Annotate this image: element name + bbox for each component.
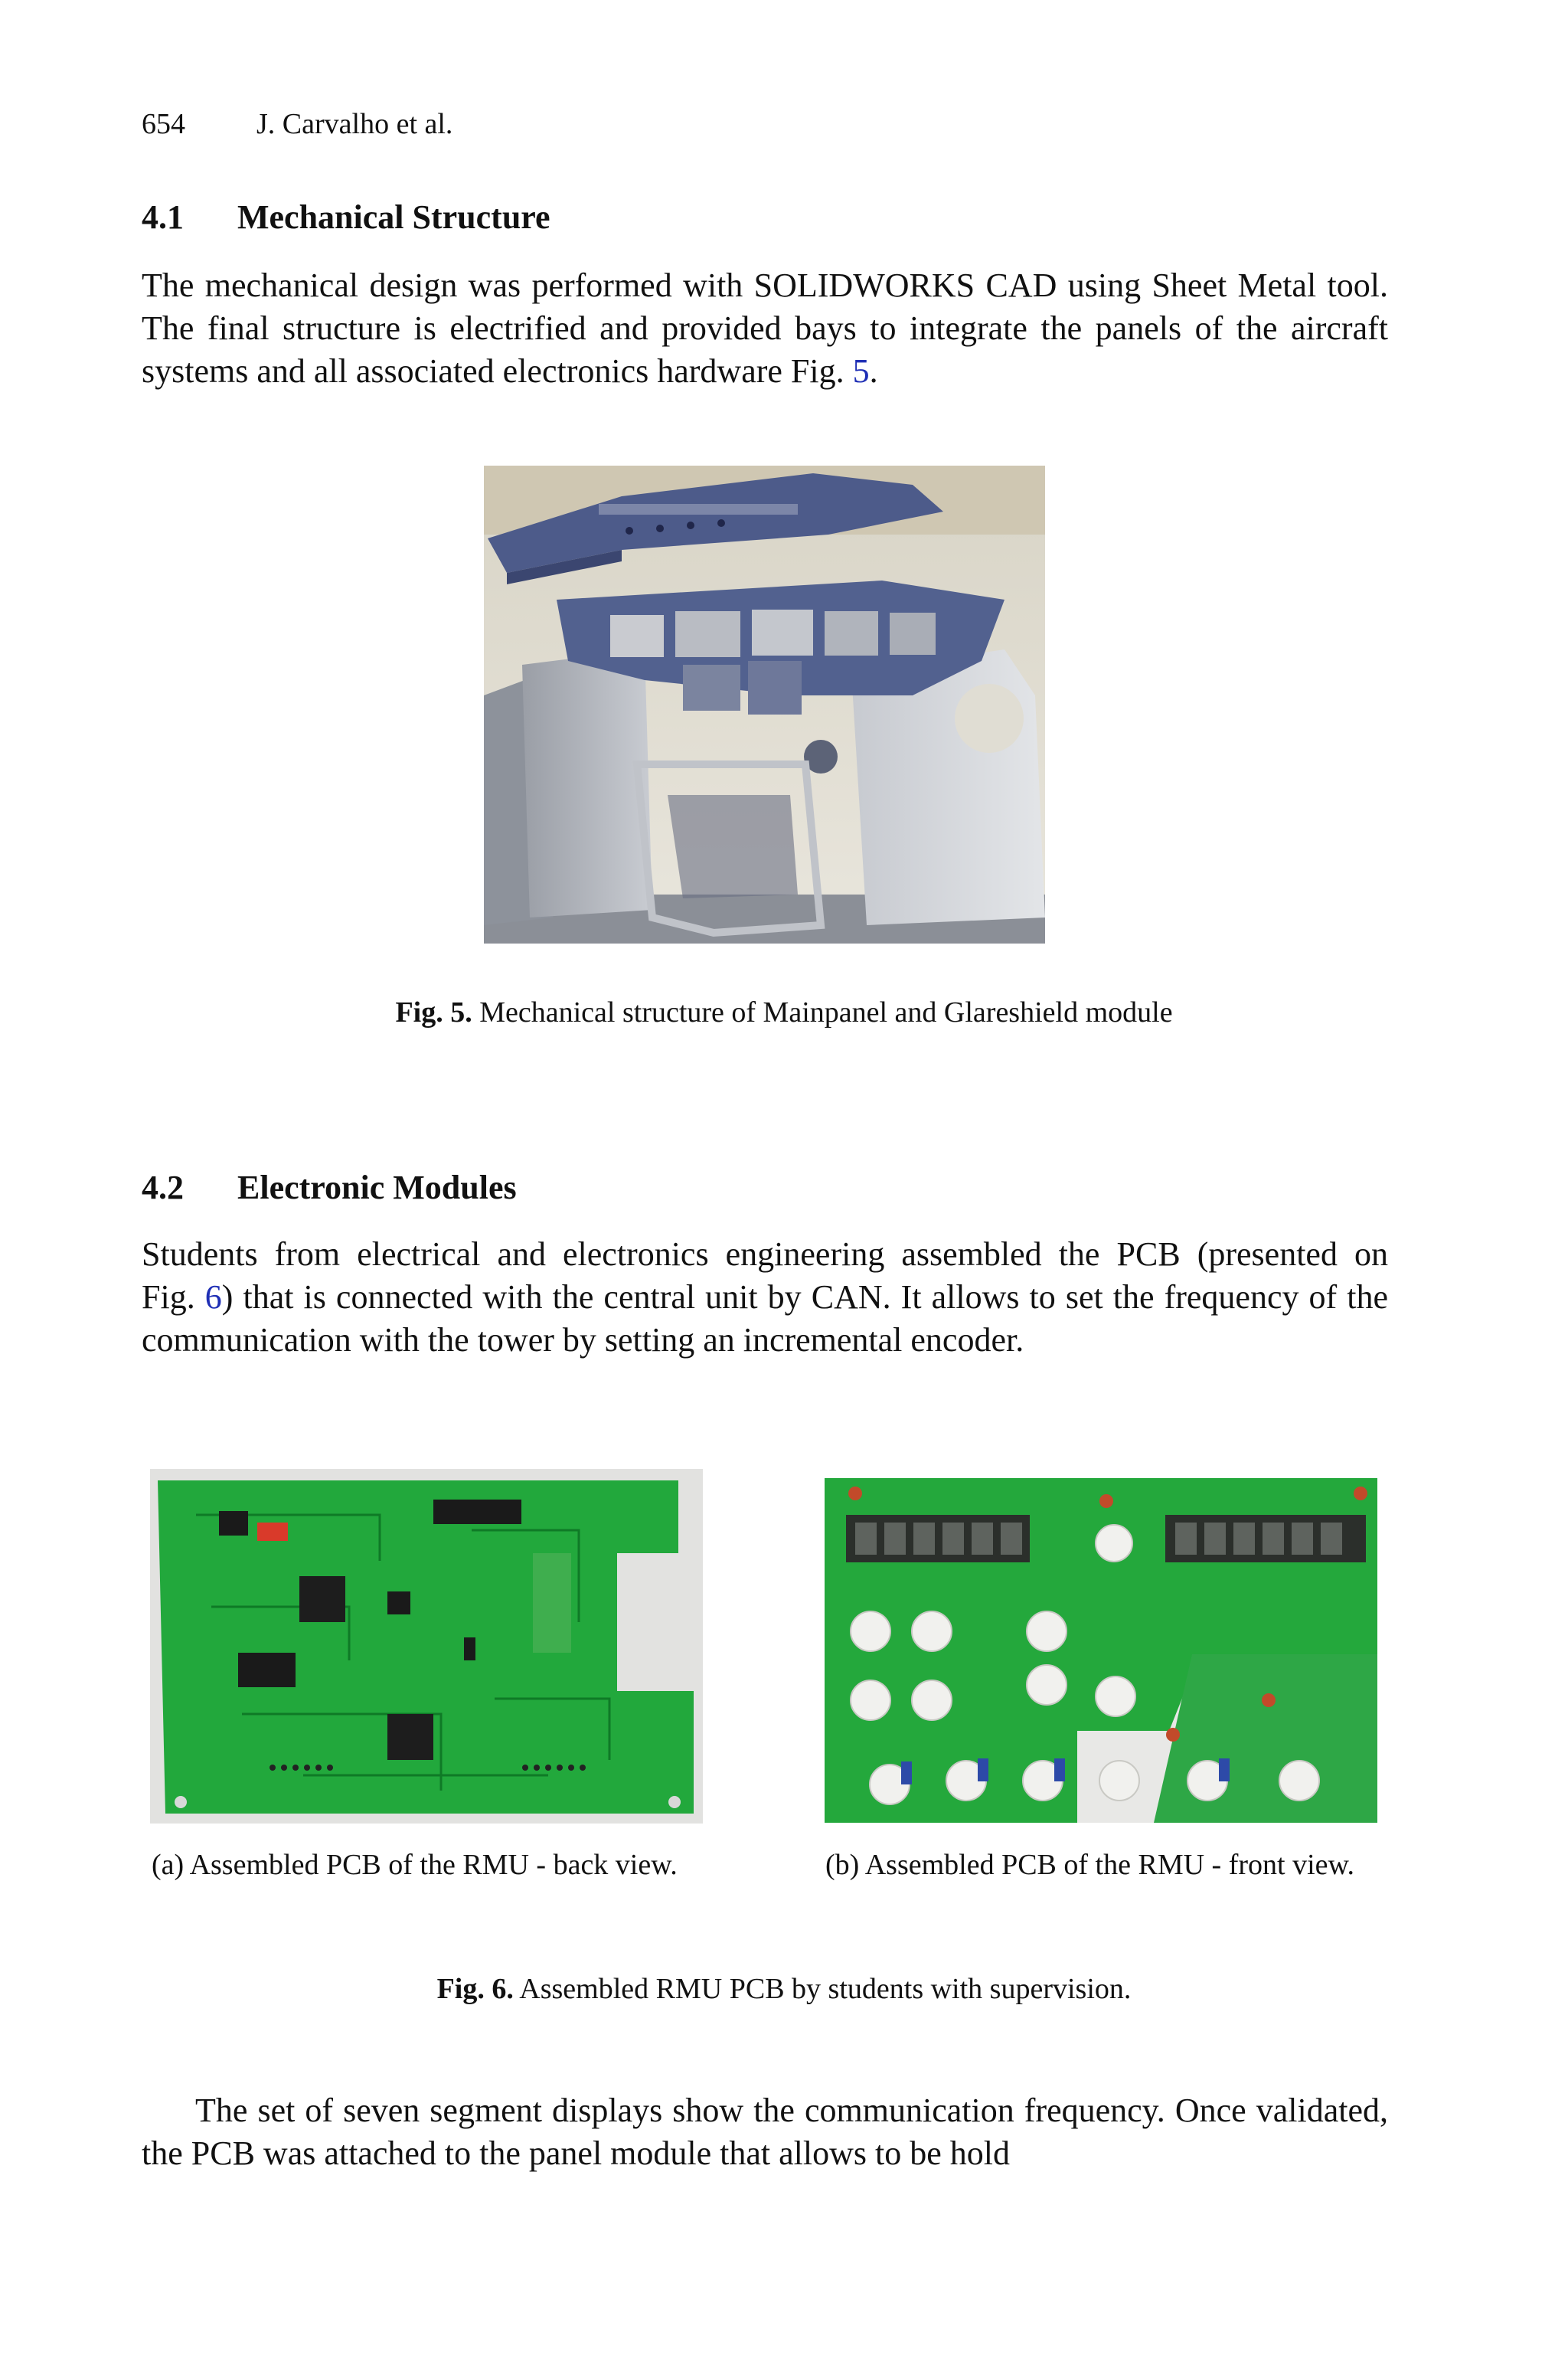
figure-6a-subcaption: (a) Assembled PCB of the RMU - back view… [152, 1849, 678, 1881]
figure-6-label: Fig. 6. [436, 1973, 514, 2005]
text-run: . [869, 352, 878, 390]
figure-5-caption: Fig. 5. Mechanical structure of Mainpane… [0, 996, 1568, 1029]
running-header: 654 J. Carvalho et al. [142, 107, 452, 141]
running-header-authors: J. Carvalho et al. [256, 108, 453, 140]
figure-6-link[interactable]: 6 [204, 1278, 222, 1316]
section-4-1-paragraph: The mechanical design was performed with… [142, 264, 1388, 393]
section-title: Electronic Modules [237, 1169, 517, 1206]
text-run: ) that is connected with the central uni… [142, 1278, 1388, 1359]
figure-5-link[interactable]: 5 [852, 352, 870, 390]
section-number: 4.2 [142, 1169, 184, 1206]
figure-6b-subcaption: (b) Assembled PCB of the RMU - front vie… [825, 1849, 1354, 1881]
section-title: Mechanical Structure [237, 198, 550, 236]
section-number: 4.1 [142, 198, 184, 236]
figure-5-caption-text: Mechanical structure of Mainpanel and Gl… [479, 996, 1173, 1029]
figure-6b-photo [825, 1478, 1377, 1823]
closing-paragraph: The set of seven segment displays show t… [142, 2089, 1388, 2175]
section-heading-4-2: 4.2 Electronic Modules [142, 1168, 517, 1207]
figure-5-photo [484, 466, 1045, 944]
figure-6-caption: Fig. 6. Assembled RMU PCB by students wi… [0, 1972, 1568, 2006]
figure-5-label: Fig. 5. [395, 996, 472, 1029]
text-run: Students from electrical and electronics… [142, 1235, 1388, 1316]
text-run: The mechanical design was performed with… [142, 267, 1388, 390]
paragraph-text: The set of seven segment displays show t… [142, 2092, 1388, 2172]
paragraph-text: Students from electrical and electronics… [142, 1233, 1388, 1362]
section-heading-4-1: 4.1 Mechanical Structure [142, 198, 550, 237]
page-number: 654 [142, 108, 185, 140]
section-4-2-paragraph: Students from electrical and electronics… [142, 1233, 1388, 1362]
paragraph-text: The mechanical design was performed with… [142, 264, 1388, 393]
figure-6a-photo [150, 1469, 703, 1824]
figure-6-caption-text: Assembled RMU PCB by students with super… [519, 1973, 1132, 2005]
